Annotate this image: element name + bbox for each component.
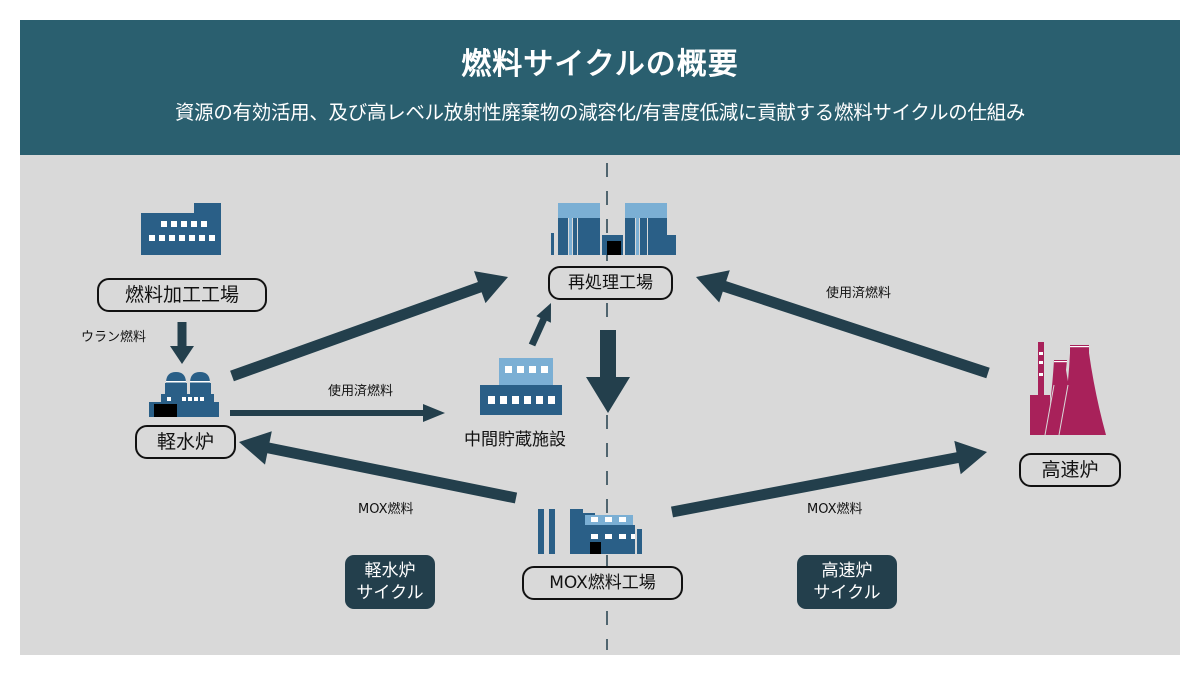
spent-fuel-flow-label: 使用済燃料 xyxy=(328,384,394,399)
interim-storage-label: 中間貯蔵施設 xyxy=(464,430,566,450)
header-banner: 燃料サイクルの概要 資源の有効活用、及び高レベル放射性廃棄物の減容化/有害度低減… xyxy=(20,20,1180,155)
uranium-fuel-flow-label: ウラン燃料 xyxy=(81,330,147,345)
light-water-reactor-label[interactable]: 軽水炉 xyxy=(135,425,236,459)
page-title: 燃料サイクルの概要 xyxy=(461,47,739,82)
fast-reactor-label[interactable]: 高速炉 xyxy=(1019,453,1121,487)
lwr-cycle-badge: 軽水炉 サイクル xyxy=(345,555,435,609)
arrow-lwr-to-reprocessing xyxy=(230,271,508,382)
factory-icon xyxy=(141,203,221,255)
arrow-mox-to-fast xyxy=(671,440,987,518)
diagram-graphics xyxy=(141,163,1106,650)
fast-cycle-line1: 高速炉 xyxy=(821,561,873,581)
cooling-tower-icon xyxy=(1030,342,1106,436)
fast-cycle-line2: サイクル xyxy=(813,583,881,603)
reactor-icon xyxy=(149,372,219,417)
arrow-storage-to-reprocessing xyxy=(528,303,551,347)
arrow-reprocessing-to-mox xyxy=(586,330,630,413)
lwr-cycle-line1: 軽水炉 xyxy=(364,561,416,581)
spent-fuel-return-flow-label: 使用済燃料 xyxy=(826,286,892,301)
reprocessing-plant-label[interactable]: 再処理工場 xyxy=(548,266,673,300)
arrow-fabrication-to-lwr xyxy=(170,322,194,364)
mox-to-lwr-flow-label: MOX燃料 xyxy=(358,502,414,517)
diagram-canvas: 燃料加工工場 軽水炉 再処理工場 MOX燃料工場 高速炉 中間貯蔵施設 ウラン燃… xyxy=(20,155,1180,655)
arrow-lwr-to-storage xyxy=(230,404,445,422)
fast-cycle-badge: 高速炉 サイクル xyxy=(797,555,897,609)
fuel-fabrication-label[interactable]: 燃料加工工場 xyxy=(97,278,267,312)
arrow-fast-to-reprocessing xyxy=(696,270,990,379)
mox-to-fast-flow-label: MOX燃料 xyxy=(807,502,863,517)
mox-fuel-plant-label[interactable]: MOX燃料工場 xyxy=(522,566,683,600)
mox-factory-icon xyxy=(538,509,642,554)
reprocessing-plant-icon xyxy=(551,203,676,255)
storage-facility-icon xyxy=(480,358,562,415)
page-subtitle: 資源の有効活用、及び高レベル放射性廃棄物の減容化/有害度低減に貢献する燃料サイク… xyxy=(174,101,1026,124)
arrow-mox-to-lwr xyxy=(239,431,518,504)
lwr-cycle-line2: サイクル xyxy=(356,583,424,603)
